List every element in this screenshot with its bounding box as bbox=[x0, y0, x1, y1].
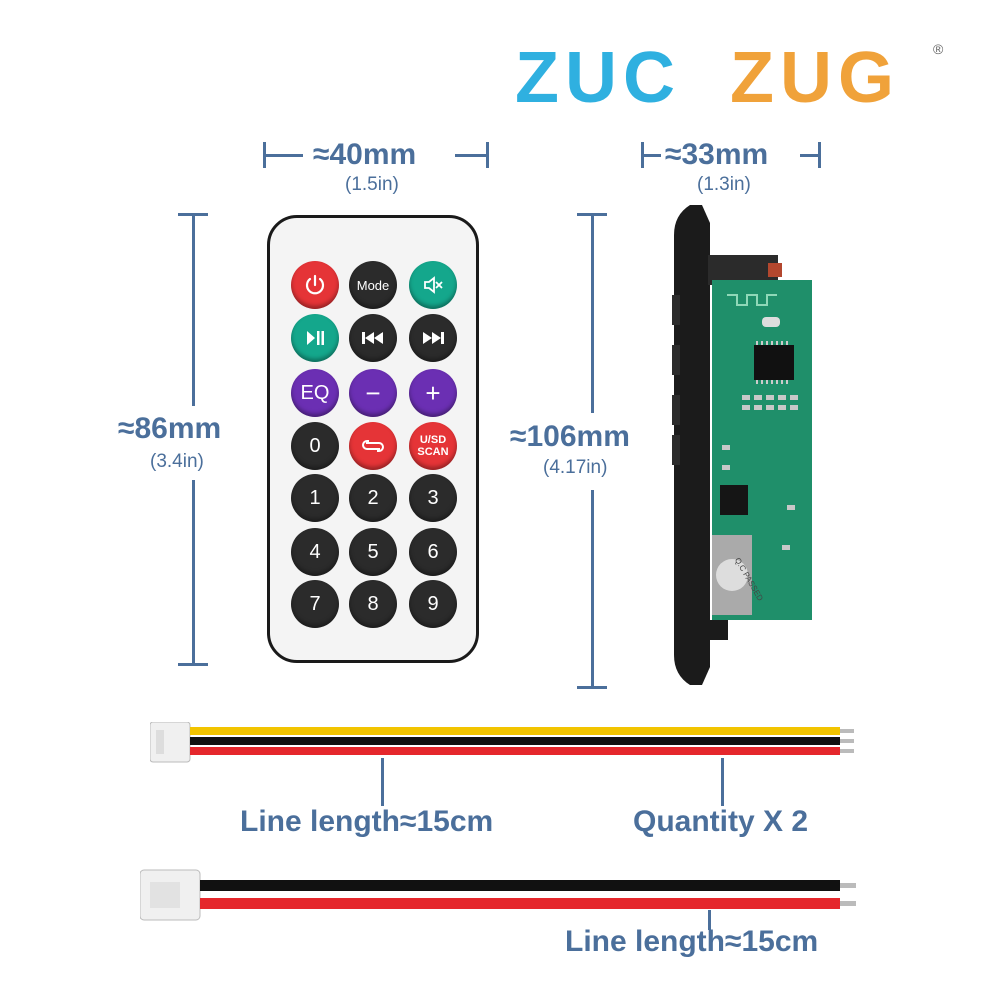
power-icon bbox=[305, 274, 325, 295]
three-wire-pointer-left bbox=[381, 758, 384, 806]
digit-4-button[interactable]: 4 bbox=[291, 528, 339, 576]
module-width-tick-right bbox=[818, 142, 821, 168]
digit-7-label: 7 bbox=[309, 592, 321, 615]
brand-part1: ZUC bbox=[515, 40, 681, 115]
digit-1-button[interactable]: 1 bbox=[291, 474, 339, 522]
remote-height-bar-top bbox=[192, 213, 195, 406]
digit-2-button[interactable]: 2 bbox=[349, 474, 397, 522]
power-button[interactable] bbox=[291, 261, 339, 309]
next-button[interactable] bbox=[409, 314, 457, 362]
remote-width-sub: (1.5in) bbox=[345, 174, 399, 195]
two-wire-pointer bbox=[708, 910, 711, 930]
remote-width-bar-right bbox=[455, 154, 488, 157]
module-width-bar-left bbox=[641, 154, 661, 157]
digit-3-label: 3 bbox=[427, 486, 439, 509]
digit-6-label: 6 bbox=[427, 540, 439, 563]
volume-up-label: + bbox=[425, 377, 441, 408]
mute-icon bbox=[424, 276, 443, 294]
module-width-bar-right bbox=[800, 154, 820, 157]
three-wire-length-label: Line length≈15cm bbox=[240, 805, 494, 838]
module-height-sub: (4.17in) bbox=[543, 457, 608, 478]
brand-part2: ZUG bbox=[730, 40, 900, 115]
remote-width-tick-right bbox=[486, 142, 489, 168]
brand-logo: ZUC ZUG ® bbox=[515, 40, 945, 115]
digit-3-button[interactable]: 3 bbox=[409, 474, 457, 522]
volume-down-label: − bbox=[365, 377, 381, 408]
remote-height-bar-bottom bbox=[192, 480, 195, 665]
remote-height-cap-bottom bbox=[178, 663, 208, 666]
digit-1-label: 1 bbox=[309, 486, 321, 509]
digit-0-button[interactable]: 0 bbox=[291, 422, 339, 470]
digit-4-label: 4 bbox=[309, 540, 321, 563]
remote-width-bar-left bbox=[263, 154, 303, 157]
digit-9-label: 9 bbox=[427, 592, 439, 615]
digit-8-button[interactable]: 8 bbox=[349, 580, 397, 628]
two-wire-cable bbox=[139, 868, 860, 928]
module-width-label: ≈33mm bbox=[665, 138, 769, 171]
remote-control: Mode EQ − + bbox=[267, 215, 479, 663]
decoder-module: Q.C PASSED bbox=[672, 205, 817, 685]
module-width-sub: (1.3in) bbox=[697, 174, 751, 195]
mode-label: Mode bbox=[356, 277, 390, 293]
previous-icon bbox=[362, 332, 383, 344]
digit-5-label: 5 bbox=[367, 540, 379, 563]
play-pause-icon bbox=[307, 331, 324, 345]
mute-button[interactable] bbox=[409, 261, 457, 309]
previous-button[interactable] bbox=[349, 314, 397, 362]
quantity-label: Quantity X 2 bbox=[633, 805, 809, 838]
module-height-cap-bottom bbox=[577, 686, 607, 689]
two-wire-graphic bbox=[139, 869, 856, 921]
mode-button[interactable]: Mode bbox=[349, 261, 397, 309]
digit-9-button[interactable]: 9 bbox=[409, 580, 457, 628]
play-pause-button[interactable] bbox=[291, 314, 339, 362]
remote-width-label: ≈40mm bbox=[313, 138, 417, 171]
repeat-button[interactable] bbox=[349, 422, 397, 470]
pcb-graphic: Q.C PASSED bbox=[672, 205, 812, 685]
registered-mark: ® bbox=[933, 41, 944, 57]
module-height-bar-top bbox=[591, 213, 594, 413]
remote-height-label: ≈86mm bbox=[118, 412, 222, 445]
digit-8-label: 8 bbox=[367, 592, 379, 615]
brand-logo-graphic: ZUC ZUG ® bbox=[515, 40, 944, 115]
volume-up-button[interactable]: + bbox=[409, 369, 457, 417]
module-height-bar-bottom bbox=[591, 490, 594, 688]
remote-height-sub: (3.4in) bbox=[150, 451, 204, 472]
three-wire-graphic bbox=[149, 721, 854, 763]
repeat-icon bbox=[362, 440, 384, 452]
digit-0-label: 0 bbox=[309, 434, 321, 457]
volume-down-button[interactable]: − bbox=[349, 369, 397, 417]
three-wire-cable bbox=[149, 721, 860, 772]
digit-5-button[interactable]: 5 bbox=[349, 528, 397, 576]
eq-label: EQ bbox=[300, 381, 330, 404]
next-icon bbox=[423, 332, 444, 344]
digit-6-button[interactable]: 6 bbox=[409, 528, 457, 576]
digit-2-label: 2 bbox=[367, 486, 379, 509]
module-height-label: ≈106mm bbox=[510, 420, 630, 453]
eq-button[interactable]: EQ bbox=[291, 369, 339, 417]
digit-7-button[interactable]: 7 bbox=[291, 580, 339, 628]
two-wire-length-label: Line length≈15cm bbox=[565, 925, 819, 958]
three-wire-pointer-right bbox=[721, 758, 724, 806]
